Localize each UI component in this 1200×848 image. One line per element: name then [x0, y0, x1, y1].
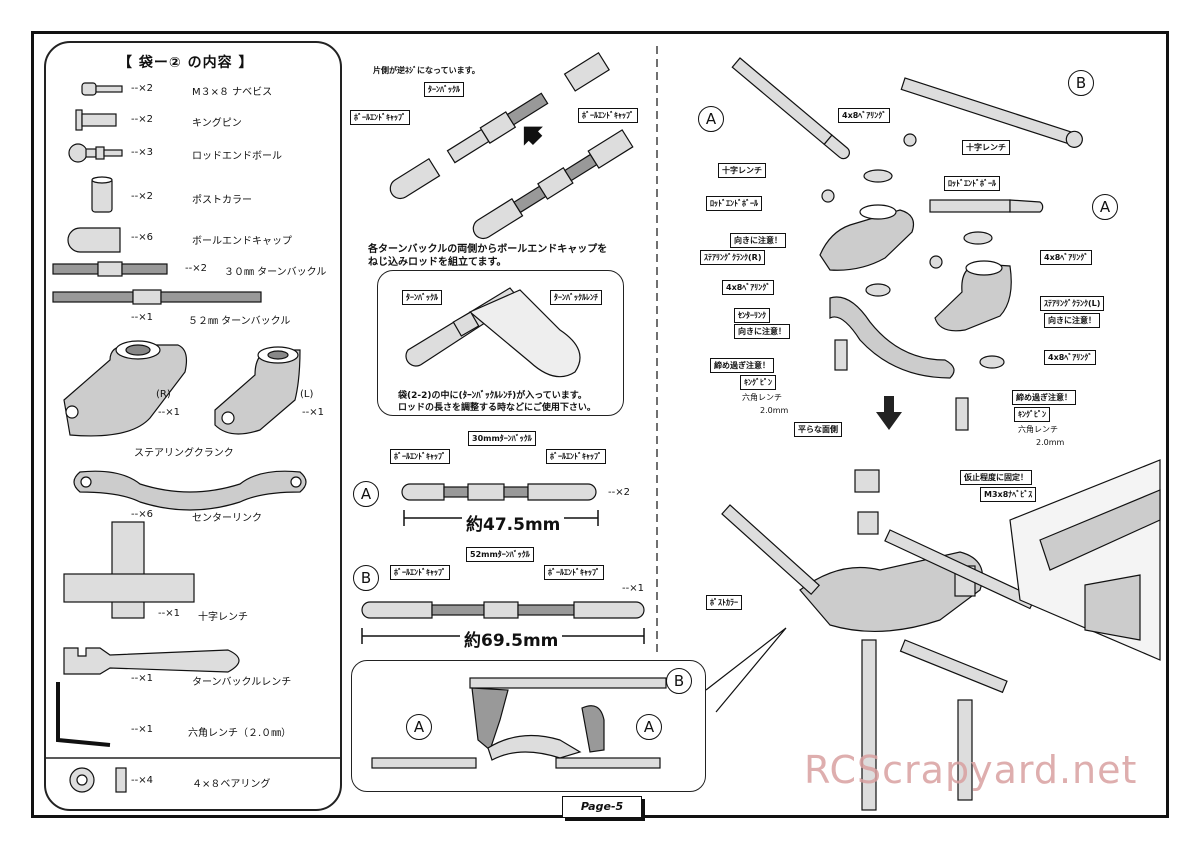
rod-b-cap-tag-left: ﾎﾞｰﾙｴﾝﾄﾞｷｬｯﾌﾟ — [390, 565, 450, 580]
crank-r-label: (R) — [156, 389, 171, 400]
orientation-note-1: 向きに注意！ — [730, 233, 786, 248]
qty-screw: --×2 — [131, 83, 153, 94]
qty-hex-wrench: --×1 — [131, 724, 153, 735]
post-collar-tag: ﾎﾟｽﾄｶﾗｰ — [706, 595, 742, 610]
hex-size-2: 2.0mm — [1036, 438, 1065, 447]
overtighten-note-1: 締め過ぎ注意！ — [710, 358, 774, 373]
orientation-note-2: 向きに注意！ — [1044, 313, 1100, 328]
qty-52mm-turnbuckle: --×1 — [131, 312, 153, 323]
qty-crank-l: --×1 — [302, 407, 324, 418]
rod-a-length: 約47.5mm — [462, 510, 565, 535]
ball-end-cap-tag-left: ﾎﾞｰﾙｴﾝﾄﾞｷｬｯﾌﾟ — [350, 110, 410, 125]
qty-crank-r: --×1 — [158, 407, 180, 418]
overview-label-a-right: A — [636, 714, 662, 740]
rod-a-center-tag: 30mmﾀｰﾝﾊﾞｯｸﾙ — [468, 431, 536, 446]
rod-a-label: A — [353, 481, 379, 507]
name-center-link: センターリンク — [192, 513, 262, 524]
wrench-box-wrench-tag: ﾀｰﾝﾊﾞｯｸﾙﾚﾝﾁ — [550, 290, 602, 305]
qty-bearing: --×4 — [131, 775, 153, 786]
rod-a-qty: --×2 — [608, 487, 630, 498]
crank-l-label: (L) — [300, 389, 314, 400]
name-post-collar: ポストカラー — [192, 195, 252, 206]
rod-end-ball-tag-right: ﾛｯﾄﾞｴﾝﾄﾞﾎﾞｰﾙ — [944, 176, 1000, 191]
crank-l-tag: ｽﾃｱﾘﾝｸﾞｸﾗﾝｸ(L) — [1040, 296, 1105, 311]
parts-list-panel — [44, 41, 342, 811]
crank-caption: ステアリングクランク — [134, 448, 234, 459]
qty-king-pin: --×2 — [131, 114, 153, 125]
qty-rod-end-ball: --×3 — [131, 147, 153, 158]
orientation-note-3: 向きに注意！ — [734, 324, 790, 339]
hex-wrench-label-2: 六角レンチ — [1018, 425, 1058, 434]
bearing-tag-2: 4x8ﾍﾞｱﾘﾝｸﾞ — [1040, 250, 1093, 265]
qty-cross-wrench: --×1 — [158, 608, 180, 619]
rod-a-cap-tag-right: ﾎﾞｰﾙｴﾝﾄﾞｷｬｯﾌﾟ — [546, 449, 606, 464]
wrench-box-turnbuckle-tag: ﾀｰﾝﾊﾞｯｸﾙ — [402, 290, 442, 305]
center-link-tag: ｾﾝﾀｰﾘﾝｸ — [734, 308, 770, 323]
bearing-tag-1: 4x8ﾍﾞｱﾘﾝｸﾞ — [838, 108, 891, 123]
turnbuckle-wrench-box — [377, 270, 624, 416]
linkage-overview-box — [351, 660, 706, 792]
rod-a-top-label: A — [698, 106, 724, 132]
overview-label-a-left: A — [406, 714, 432, 740]
wrench-note-1: 袋(2-2)の中に(ﾀｰﾝﾊﾞｯｸﾙﾚﾝﾁ)が入っています。 — [398, 391, 587, 401]
name-hex-wrench: 六角レンチ（２.０㎜） — [188, 728, 292, 739]
name-bearing: ４×８ベアリング — [192, 779, 271, 790]
name-ball-end-cap: ボールエンドキャップ — [192, 236, 292, 247]
name-rod-end-ball: ロッドエンドボール — [192, 151, 282, 162]
name-cross-wrench: 十字レンチ — [198, 612, 248, 623]
rod-b-qty: --×1 — [622, 583, 644, 594]
rod-b-cap-tag-right: ﾎﾞｰﾙｴﾝﾄﾞｷｬｯﾌﾟ — [544, 565, 604, 580]
rod-a-mid-label: A — [1092, 194, 1118, 220]
bearing-tag-3: 4x8ﾍﾞｱﾘﾝｸﾞ — [722, 280, 775, 295]
bearing-tag-4: 4x8ﾍﾞｱﾘﾝｸﾞ — [1044, 350, 1097, 365]
qty-post-collar: --×2 — [131, 191, 153, 202]
qty-ball-end-cap: --×6 — [131, 232, 153, 243]
overview-label-b: B — [666, 668, 692, 694]
rod-b-label: B — [353, 565, 379, 591]
flat-side-tag: 平らな面側 — [794, 422, 842, 437]
king-pin-tag-1: ｷﾝｸﾞﾋﾟﾝ — [740, 375, 776, 390]
rod-b-top-label: B — [1068, 70, 1094, 96]
parts-list-title: 【 袋ー② の内容 】 — [118, 55, 254, 71]
overtighten-note-2: 締め過ぎ注意！ — [1012, 390, 1076, 405]
cross-wrench-tag-left: 十字レンチ — [718, 163, 766, 178]
rod-a-cap-tag-left: ﾎﾞｰﾙｴﾝﾄﾞｷｬｯﾌﾟ — [390, 449, 450, 464]
name-30mm-turnbuckle: ３０㎜ ターンバックル — [224, 267, 327, 278]
reverse-thread-note: 片側が逆ﾈｼﾞになっています。 — [373, 66, 480, 75]
assemble-note-1: 各ターンバックルの両側からボールエンドキャップを — [368, 244, 608, 255]
watermark: RCScrapyard.net — [804, 748, 1138, 792]
hex-size-1: 2.0mm — [760, 406, 789, 415]
name-turnbuckle-wrench: ターンバックルレンチ — [192, 677, 292, 688]
name-52mm-turnbuckle: ５２㎜ ターンバックル — [188, 316, 291, 327]
assemble-note-2: ねじ込みロッドを組立てます。 — [368, 257, 507, 268]
temp-fix-note: 仮止程度に固定！ — [960, 470, 1032, 485]
screw-tag: M3x8ﾅﾍﾞﾋﾞｽ — [980, 487, 1037, 502]
rod-end-ball-tag-left: ﾛｯﾄﾞｴﾝﾄﾞﾎﾞｰﾙ — [706, 196, 762, 211]
crank-r-tag: ｽﾃｱﾘﾝｸﾞｸﾗﾝｸ(R) — [700, 250, 766, 265]
qty-turnbuckle-wrench: --×1 — [131, 673, 153, 684]
qty-center-link: --×6 — [131, 509, 153, 520]
ball-end-cap-tag-right: ﾎﾞｰﾙｴﾝﾄﾞｷｬｯﾌﾟ — [578, 108, 638, 123]
king-pin-tag-2: ｷﾝｸﾞﾋﾟﾝ — [1014, 407, 1050, 422]
wrench-note-2: ロッドの長さを調整する時などにご使用下さい。 — [398, 403, 596, 413]
name-king-pin: キングピン — [192, 118, 242, 129]
name-screw: M３×８ ナベビス — [192, 87, 273, 98]
rod-b-length: 約69.5mm — [460, 626, 563, 651]
turnbuckle-tag: ﾀｰﾝﾊﾞｯｸﾙ — [424, 82, 464, 97]
cross-wrench-tag-right: 十字レンチ — [962, 140, 1010, 155]
qty-30mm-turnbuckle: --×2 — [185, 263, 207, 274]
page-number: Page-5 — [562, 796, 642, 818]
hex-wrench-label-1: 六角レンチ — [742, 393, 782, 402]
rod-b-center-tag: 52mmﾀｰﾝﾊﾞｯｸﾙ — [466, 547, 534, 562]
